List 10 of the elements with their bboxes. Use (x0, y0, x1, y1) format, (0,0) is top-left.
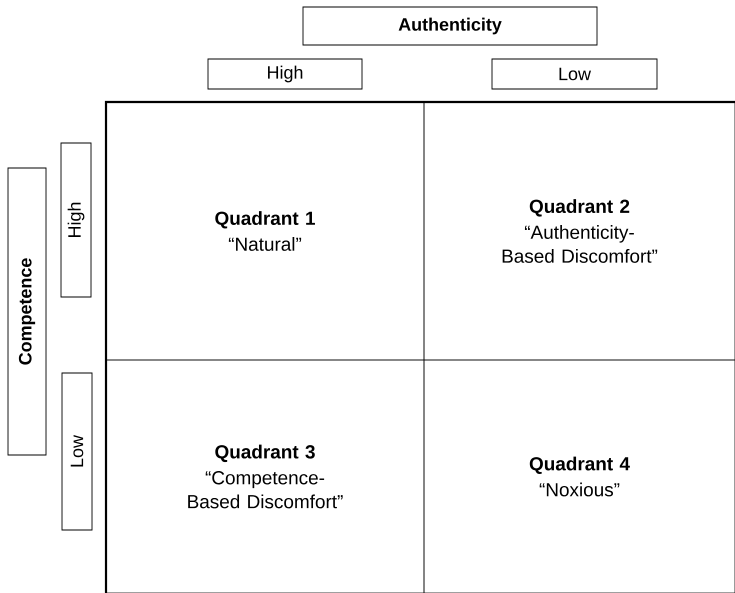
quadrant-cell: Quadrant 3 “Competence-Based Discomfort” (106, 360, 424, 593)
quadrant-cell: Quadrant 4 “Noxious” (424, 360, 735, 593)
axis-title-box: Competence (8, 168, 46, 456)
level-box: High (60, 142, 92, 298)
quadrant-cell: Quadrant 1 “Natural” (106, 102, 424, 360)
level-box: Low (492, 58, 658, 90)
level-box: Low (62, 372, 92, 530)
quadrant-cell: Quadrant 2 “Authenticity-Based Discomfort” (424, 102, 735, 360)
level-box: High (208, 58, 362, 90)
axis-title-box: Authenticity (302, 6, 598, 46)
